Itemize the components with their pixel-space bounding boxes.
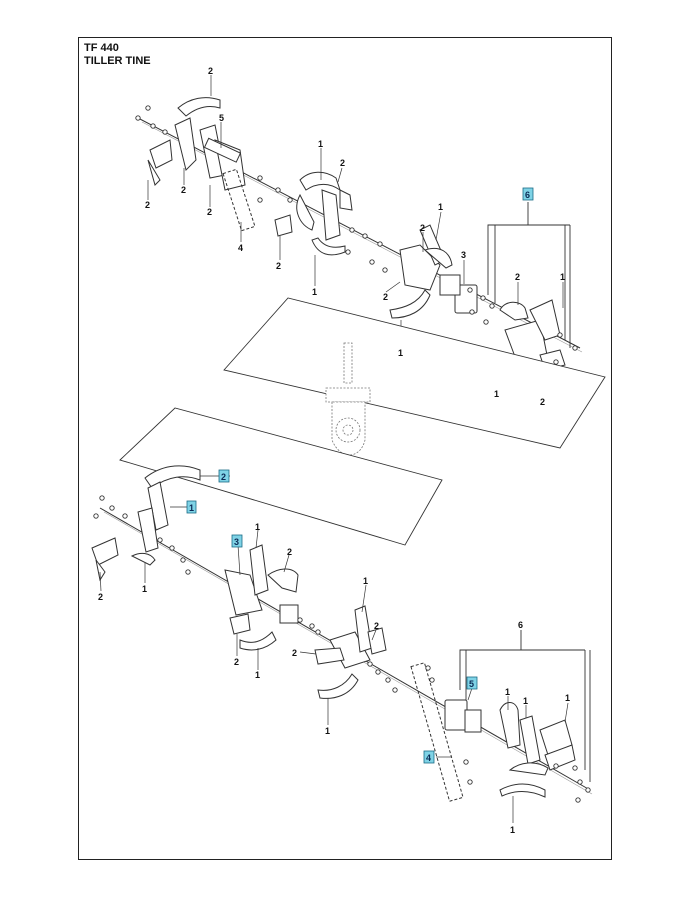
top-callout-label: 6 bbox=[525, 190, 530, 200]
top-callout-label: 1 bbox=[560, 272, 565, 282]
top-callout-label: 2 bbox=[145, 200, 150, 210]
top-callout-label: 2 bbox=[383, 292, 388, 302]
top-callout-bracket bbox=[487, 202, 571, 348]
bottom-left-tines bbox=[91, 465, 201, 582]
bottom-leader-lines bbox=[99, 475, 569, 823]
bottom-callout-label: 2 bbox=[98, 592, 103, 602]
top-callout-label: 3 bbox=[461, 250, 466, 260]
bottom-second-tines bbox=[224, 544, 299, 651]
top-callout-label: 2 bbox=[515, 272, 520, 282]
top-callout-label: 1 bbox=[318, 139, 323, 149]
top-callout-label: 2 bbox=[181, 185, 186, 195]
bottom-callout-highlight bbox=[466, 676, 478, 690]
bottom-tine-assembly bbox=[91, 407, 593, 823]
top-callout-label: 5 bbox=[219, 113, 224, 123]
bottom-callout-label: 1 bbox=[510, 825, 515, 835]
top-callout-label: 2 bbox=[208, 66, 213, 76]
top-callout-label: 2 bbox=[276, 261, 281, 271]
top-inset-plane bbox=[223, 297, 606, 449]
top-callout-labels: 2 5 2 2 2 4 1 2 2 1 1 2 3 2 1 6 2 1 1 2 bbox=[145, 66, 565, 407]
bottom-inset-plane bbox=[119, 407, 443, 546]
bottom-callout-label: 5 bbox=[469, 679, 474, 689]
bottom-callout-label: 1 bbox=[189, 503, 194, 513]
bottom-callout-label: 4 bbox=[426, 753, 431, 763]
bottom-callout-label: 1 bbox=[255, 522, 260, 532]
bottom-callout-label: 1 bbox=[325, 726, 330, 736]
top-callout-label: 2 bbox=[207, 207, 212, 217]
top-callout-label: 2 bbox=[340, 158, 345, 168]
top-callout-label: 2 bbox=[420, 223, 425, 233]
top-right-tines bbox=[494, 299, 566, 385]
model-title: TF 440 bbox=[84, 42, 119, 54]
gearbox-sketch bbox=[325, 342, 371, 456]
bottom-callout-label: 1 bbox=[255, 670, 260, 680]
bottom-callout-label: 2 bbox=[287, 547, 292, 557]
top-callout-label: 2 bbox=[540, 397, 545, 407]
bottom-callout-highlight bbox=[423, 750, 435, 764]
bottom-callout-label: 2 bbox=[374, 621, 379, 631]
bottom-hub bbox=[444, 699, 482, 733]
top-tine-assembly bbox=[135, 75, 606, 456]
bottom-callout-label: 1 bbox=[363, 576, 368, 586]
bottom-callout-label: 2 bbox=[234, 657, 239, 667]
bottom-callout-label: 3 bbox=[234, 537, 239, 547]
top-callout-label: 1 bbox=[398, 348, 403, 358]
top-callout-label: 1 bbox=[312, 287, 317, 297]
bottom-callout-label: 6 bbox=[518, 620, 523, 630]
bottom-callout-label: 2 bbox=[221, 472, 226, 482]
bottom-callout-label: 1 bbox=[565, 693, 570, 703]
bottom-hub-bolt-group bbox=[410, 662, 464, 802]
top-middle-tines bbox=[274, 171, 353, 256]
top-center-tines bbox=[389, 224, 478, 319]
bottom-callout-label: 1 bbox=[523, 696, 528, 706]
bottom-callout-label: 1 bbox=[142, 584, 147, 594]
top-left-tines bbox=[147, 97, 246, 191]
bottom-callout-highlight bbox=[186, 500, 197, 514]
top-callout-label: 1 bbox=[438, 202, 443, 212]
section-title: TILLER TINE bbox=[84, 55, 151, 67]
bottom-callout-highlight bbox=[218, 469, 230, 483]
bottom-callout-labels: 2 1 2 1 3 1 2 2 1 1 2 2 1 6 5 1 1 1 4 1 bbox=[98, 469, 570, 835]
top-callout-label: 4 bbox=[238, 243, 243, 253]
bottom-right-tines bbox=[499, 702, 576, 798]
bottom-callout-highlight bbox=[231, 534, 243, 548]
diagram-frame bbox=[78, 37, 612, 860]
bottom-callout-label: 2 bbox=[292, 648, 297, 658]
top-callout-highlight bbox=[522, 187, 534, 201]
bottom-callout-bracket bbox=[459, 630, 591, 782]
top-hub-bolt-group bbox=[222, 168, 256, 232]
bottom-callout-label: 1 bbox=[505, 687, 510, 697]
top-callout-label: 1 bbox=[494, 389, 499, 399]
bottom-third-tines bbox=[314, 605, 387, 699]
